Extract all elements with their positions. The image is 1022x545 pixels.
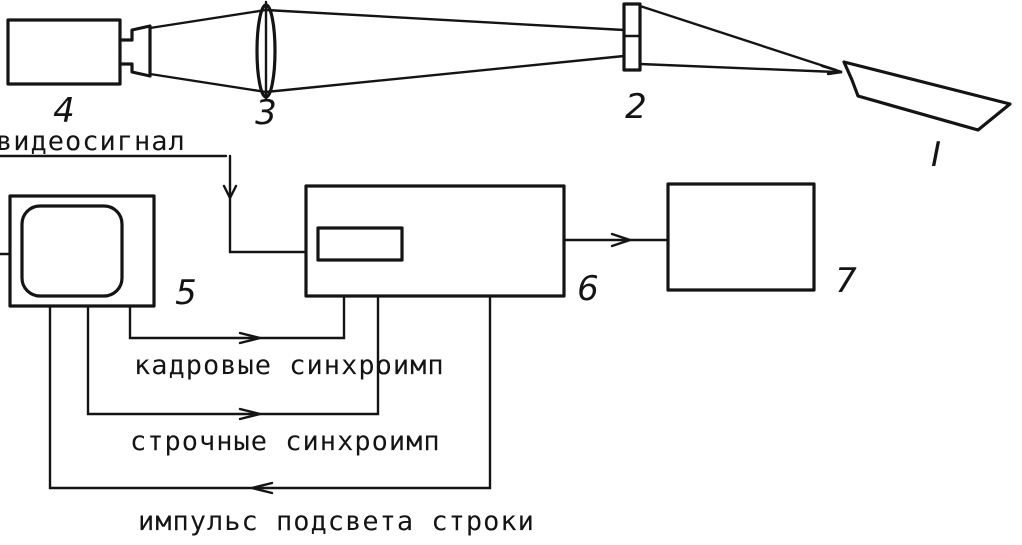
ray-arrowhead [820, 64, 843, 76]
processor-body [304, 184, 566, 298]
label-unit-4: 4 [53, 91, 75, 131]
monitor-screen [20, 204, 124, 298]
line-sync-arrow [238, 407, 261, 421]
arrow-6-to-7 [610, 232, 634, 248]
optical-rays [148, 4, 843, 94]
line-illumination-wire [48, 294, 492, 490]
ray-lens-mirror-bottom [264, 54, 626, 94]
line-sync-label: строчные синхроимп [130, 426, 441, 457]
video-signal-label: видеосигнал [0, 126, 186, 157]
lens-3 [255, 0, 277, 102]
processor-block-6 [304, 184, 566, 298]
video-signal-wire [228, 154, 308, 254]
monitor-block-5 [0, 194, 156, 308]
camera-objective [118, 24, 152, 78]
line-illumination-arrow [251, 481, 274, 495]
frame-sync-wire [128, 294, 346, 340]
ray-mirror-object-bottom [638, 62, 838, 74]
ray-lens-mirror-top [264, 8, 626, 32]
label-unit-5: 5 [175, 273, 197, 313]
processor-inner-module [316, 226, 404, 262]
camera-body [6, 18, 122, 86]
ray-mirror-object-top [638, 4, 838, 72]
line-illumination-label: импульс подсвета строки [138, 506, 535, 537]
monitor-body [8, 194, 156, 308]
ray-camera-lens-bottom [148, 72, 268, 94]
video-signal-arrow [222, 184, 238, 201]
output-block-7 [666, 182, 816, 292]
label-unit-1: I [931, 135, 941, 175]
label-unit-7: 7 [835, 261, 857, 301]
frame-sync-label: кадровые синхроимп [134, 350, 445, 381]
frame-sync-arrow [238, 331, 261, 345]
label-unit-6: 6 [577, 269, 599, 309]
ray-camera-lens-top [148, 8, 268, 30]
label-unit-3: 3 [255, 93, 277, 133]
object-1 [842, 60, 1012, 132]
mirror-2 [622, 2, 642, 72]
object-shape [842, 60, 1012, 132]
label-unit-2: 2 [625, 87, 647, 127]
line-sync-wire [86, 294, 380, 416]
camera-block-4 [6, 18, 152, 86]
